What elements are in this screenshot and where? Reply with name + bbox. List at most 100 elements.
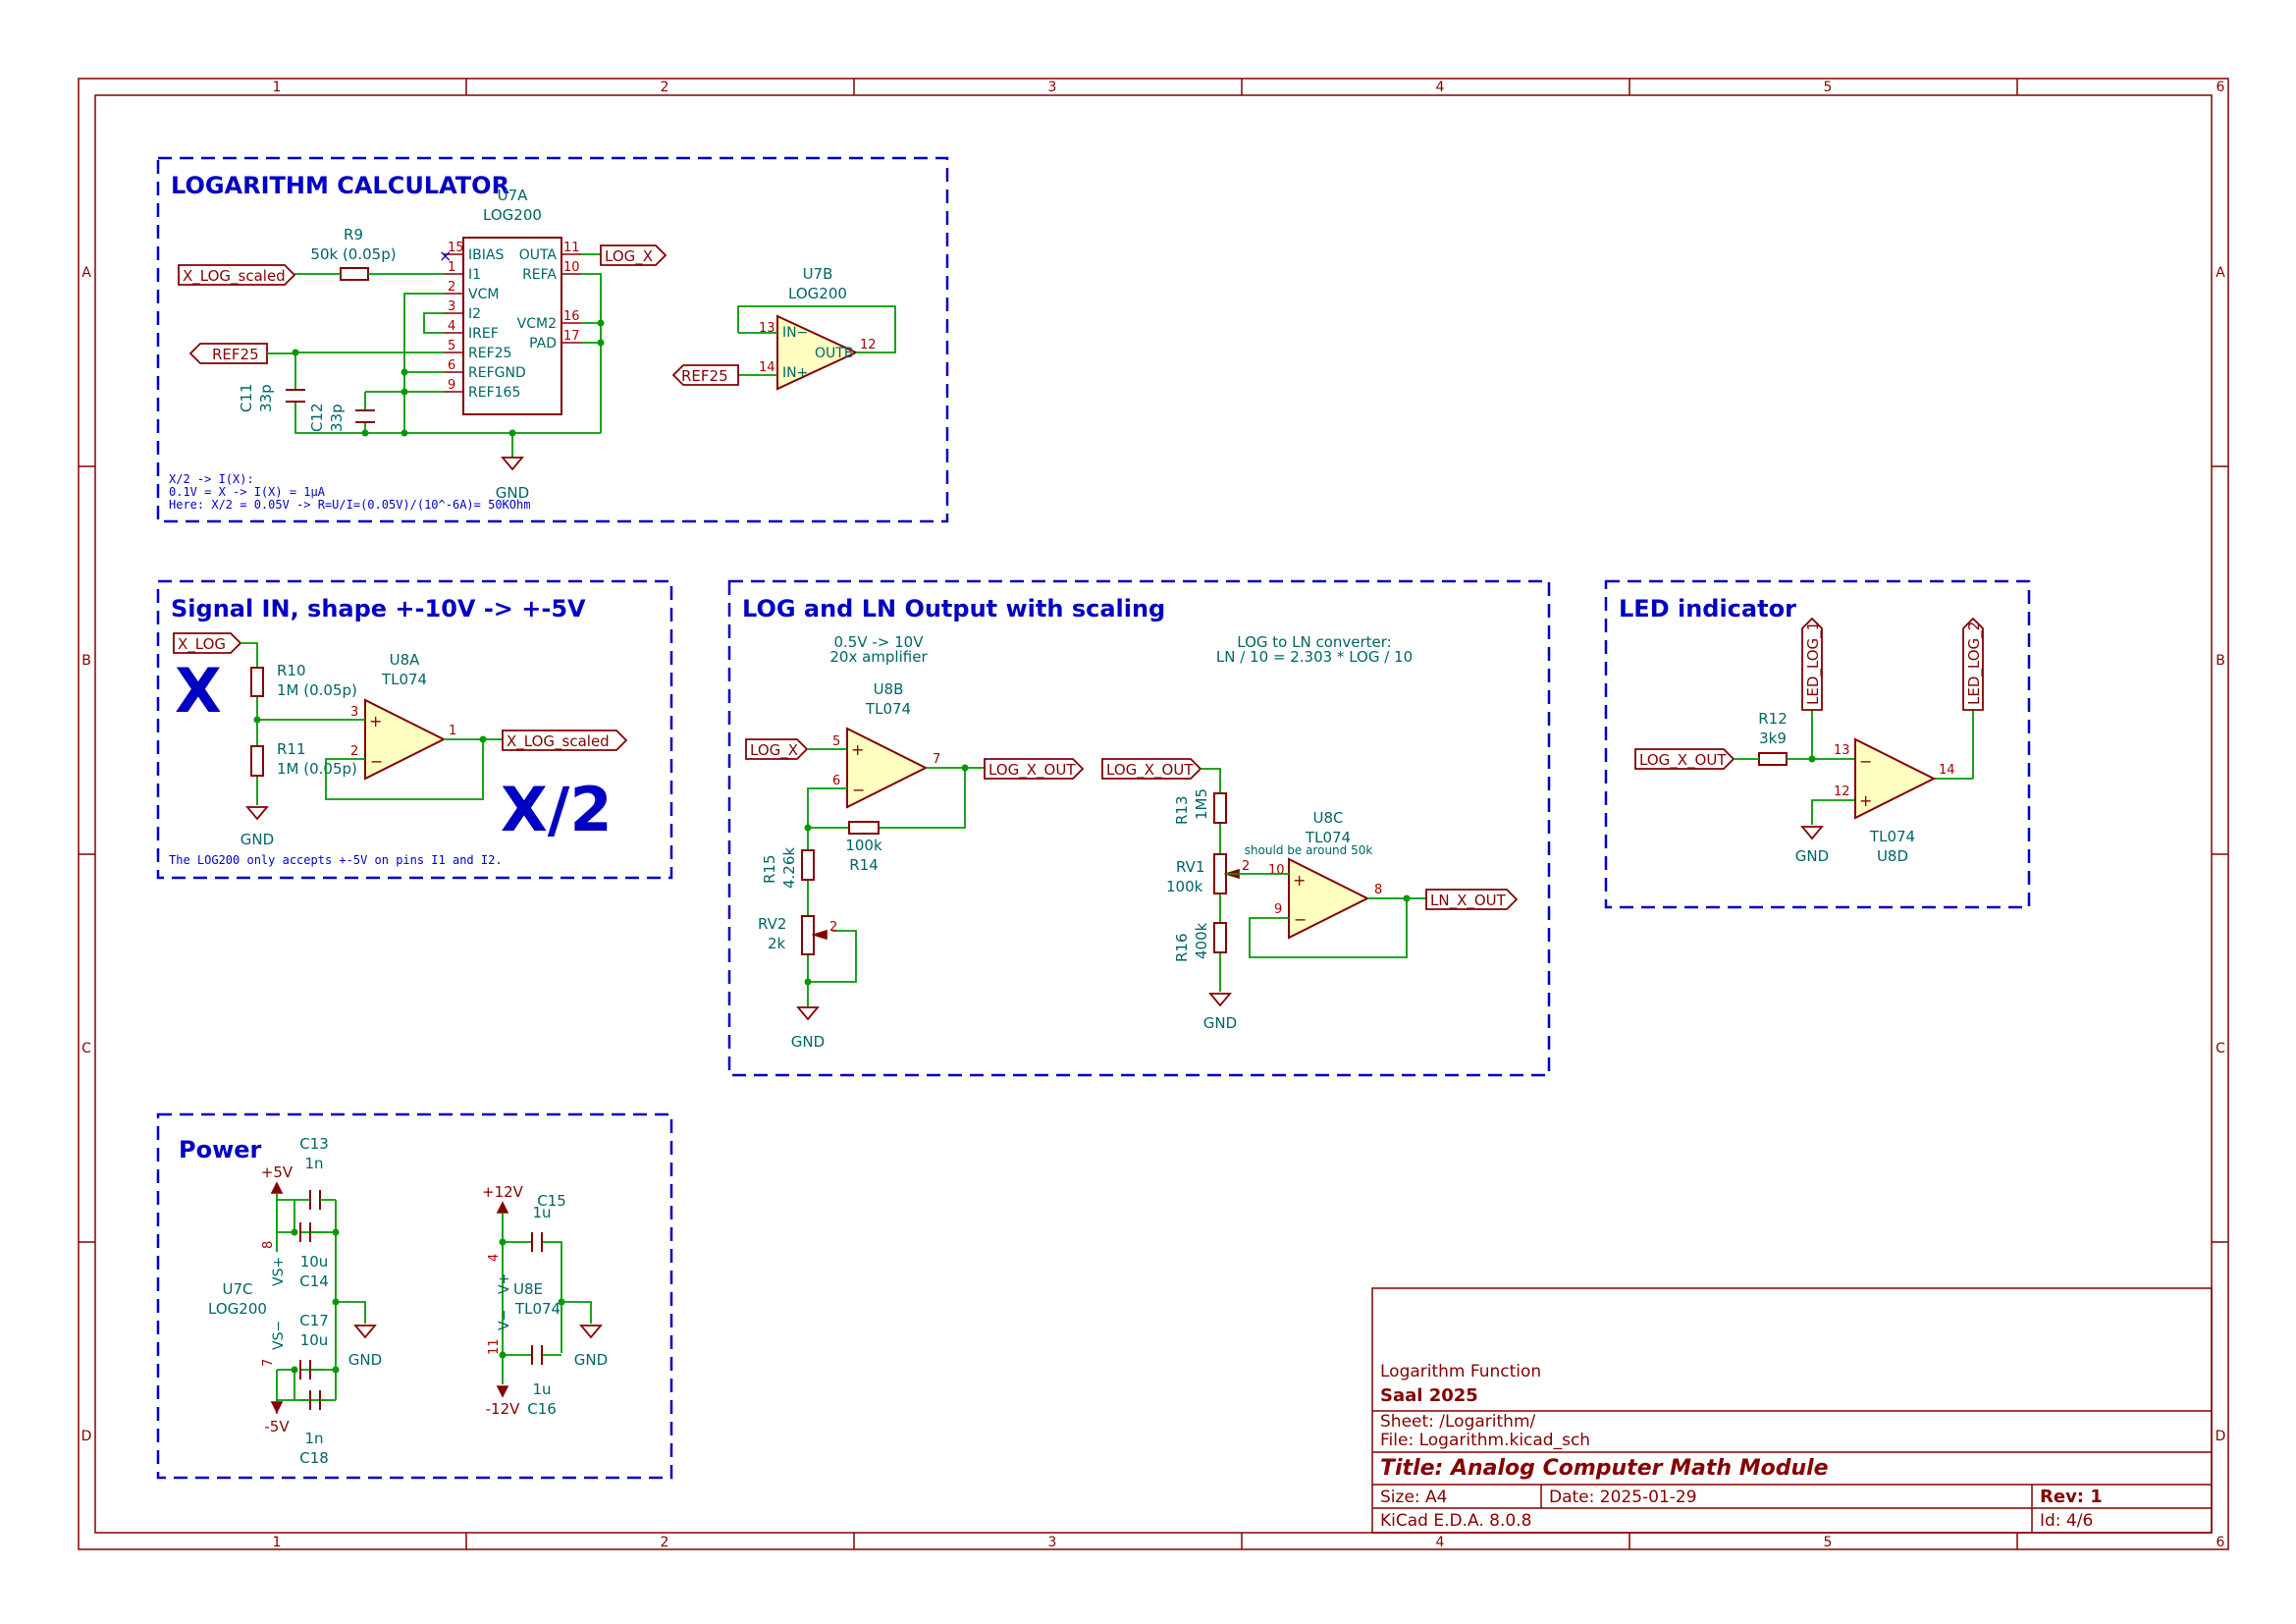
big-x2-text: X/2 [501, 774, 613, 845]
p12v-label: +12V [482, 1183, 524, 1201]
log-x-in-label[interactable]: LOG_X [745, 738, 809, 760]
amp-note: 20x amplifier [829, 648, 928, 666]
u8b-value: TL074 [865, 700, 911, 718]
x-log-scaled-label[interactable]: X_LOG_scaled [178, 264, 296, 286]
u8c-ref: U8C [1313, 809, 1344, 827]
u7b-out-name: OUTB [815, 346, 853, 361]
rv2-ref: RV2 [758, 915, 786, 933]
x-log-scaled-out-label[interactable]: X_LOG_scaled [502, 730, 628, 751]
plus-icon: + [369, 712, 382, 731]
col-label: 2 [661, 80, 669, 95]
minus-icon: − [1294, 910, 1307, 929]
c12-ref: C12 [308, 403, 326, 432]
r10-resistor[interactable] [250, 667, 264, 697]
u7a-pin-number: 1 [448, 260, 455, 275]
r12-resistor[interactable] [1758, 752, 1788, 766]
col-label: 5 [1824, 80, 1833, 95]
u7a-pin-number: 17 [563, 329, 580, 344]
log-x-out-led-label[interactable]: LOG_X_OUT [1634, 748, 1735, 770]
r16-ref: R16 [1173, 933, 1191, 962]
u7a-pin-number: 10 [563, 260, 580, 275]
log-x-out-label[interactable]: LOG_X_OUT [984, 758, 1085, 780]
col-label: 4 [1436, 1535, 1445, 1550]
u7a-pin-name: PAD [529, 336, 557, 352]
page-size: Size: A4 [1380, 1488, 1447, 1507]
u7a-pin-number: 4 [448, 319, 455, 334]
col-label: 2 [661, 1535, 669, 1550]
rv2-pin-number: 2 [829, 920, 837, 935]
r10-value: 1M (0.05p) [277, 681, 357, 699]
p5v-label: +5V [261, 1164, 294, 1181]
svg-text:LN_X_OUT: LN_X_OUT [1430, 892, 1507, 910]
c18-value: 1n [304, 1430, 323, 1447]
r12-ref: R12 [1758, 710, 1788, 728]
u8b-pin-number: 6 [832, 774, 840, 788]
u8d-opamp[interactable] [1854, 737, 1937, 820]
revision: Rev: 1 [2040, 1487, 2103, 1507]
u7a-pin-name: IBIAS [468, 247, 504, 263]
r11-value: 1M (0.05p) [277, 760, 357, 778]
u8a-opamp[interactable] [364, 698, 447, 781]
u7a-pin-number: 16 [563, 309, 580, 324]
svg-text:LOG_X_OUT: LOG_X_OUT [1639, 751, 1727, 770]
log-x-out-in-label[interactable]: LOG_X_OUT [1101, 758, 1202, 780]
r11-resistor[interactable] [250, 745, 264, 777]
u8a-value: TL074 [381, 671, 427, 688]
u7b-opamp[interactable] [776, 314, 859, 391]
r9-resistor[interactable] [340, 267, 369, 281]
drawing-frame: 1 2 3 4 5 6 1 2 3 4 5 6 A B C D A B C D [78, 78, 2229, 1550]
u7b-pin-number: 14 [759, 360, 775, 375]
date: Date: 2025-01-29 [1549, 1488, 1697, 1507]
r12-value: 3k9 [1759, 730, 1787, 747]
log-x-label[interactable]: LOG_X [600, 244, 667, 266]
u7a-body[interactable] [462, 237, 562, 415]
drawing-title: Title: Analog Computer Math Module [1380, 1456, 1829, 1481]
col-label: 6 [2216, 80, 2225, 95]
ref25-label[interactable]: REF25 [188, 343, 268, 364]
u8b-opamp[interactable] [846, 727, 929, 809]
col-label: 1 [273, 1535, 282, 1550]
led-log-1-label[interactable]: LED_LOG_1 [1801, 617, 1823, 711]
u8b-pin-number: 7 [933, 752, 940, 767]
u7b-pin-number: 12 [860, 338, 877, 352]
ref25-label-b[interactable]: REF25 [671, 364, 739, 386]
svg-text:REF25: REF25 [212, 346, 259, 363]
r14-value: 100k [845, 837, 882, 854]
u7a-pin-number: 3 [448, 299, 455, 314]
note-line: Here: X/2 = 0.05V -> R=U/I=(0.05V)/(10^-… [169, 498, 530, 512]
gnd-label: GND [240, 831, 274, 848]
ln-x-out-label[interactable]: LN_X_OUT [1425, 889, 1519, 910]
u7a-pin-number: 11 [563, 241, 580, 255]
r16-resistor[interactable] [1213, 922, 1227, 953]
u7a-pin-number: 6 [448, 358, 455, 373]
u8c-pin-number: 9 [1274, 902, 1282, 917]
r14-ref: R14 [849, 856, 879, 874]
gnd-icon [501, 457, 524, 471]
row-label: A [81, 265, 91, 281]
led-log-2-label[interactable]: LED_LOG_2 [1962, 617, 1984, 711]
u8e-ref: U8E [513, 1280, 543, 1298]
svg-text:X_LOG_scaled: X_LOG_scaled [507, 732, 610, 751]
x-log-label[interactable]: X_LOG [173, 632, 242, 654]
r16-value: 400k [1193, 922, 1210, 959]
row-label: D [2216, 1429, 2226, 1444]
r13-resistor[interactable] [1213, 792, 1227, 824]
u8c-pin-number: 10 [1268, 863, 1285, 878]
tool-version: KiCad E.D.A. 8.0.8 [1380, 1511, 1531, 1531]
rv2-potentiometer[interactable] [801, 915, 815, 955]
svg-text:X_LOG: X_LOG [178, 635, 226, 654]
rv1-note: should be around 50k [1245, 843, 1373, 857]
r15-resistor[interactable] [801, 849, 815, 881]
u7b-value: LOG200 [788, 285, 847, 302]
u7a-pin-name: I1 [468, 267, 481, 283]
u8b-pin-number: 5 [832, 734, 840, 749]
plus-icon: + [1293, 871, 1306, 890]
r14-resistor[interactable] [848, 821, 880, 835]
file-name: File: Logarithm.kicad_sch [1380, 1431, 1590, 1450]
u8d-ref: U8D [1877, 847, 1908, 865]
u8c-opamp[interactable] [1288, 857, 1370, 940]
company: Saal 2025 [1380, 1385, 1478, 1406]
c17-value: 10u [300, 1331, 329, 1349]
u8d-pin-number: 12 [1834, 785, 1850, 799]
r9-ref: R9 [344, 226, 363, 244]
